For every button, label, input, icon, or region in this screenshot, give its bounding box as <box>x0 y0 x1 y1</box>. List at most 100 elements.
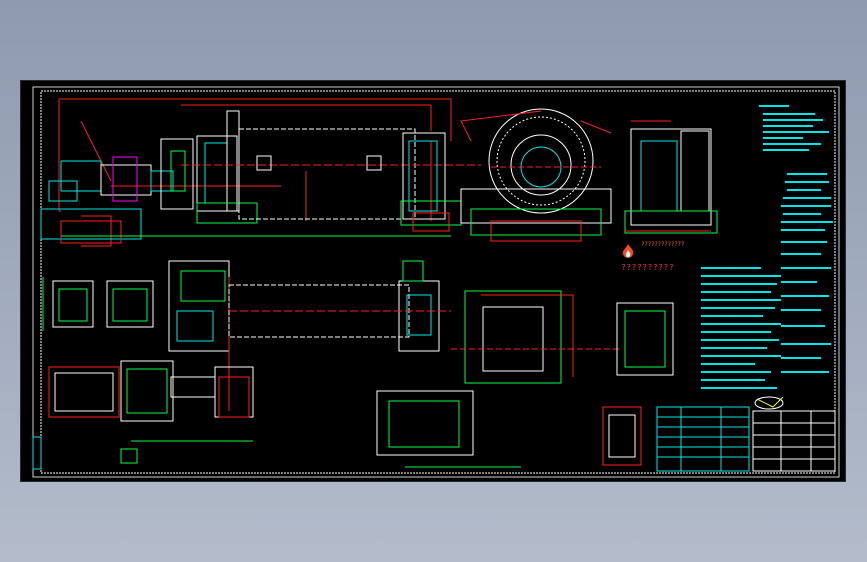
note-line <box>763 125 813 127</box>
note-line <box>763 143 821 145</box>
dimension-leader <box>59 98 452 141</box>
note-line <box>701 323 781 325</box>
flame-logo-icon <box>622 244 634 258</box>
note-line <box>781 241 827 243</box>
note-line <box>783 197 831 199</box>
reducer-plan-inner <box>482 306 544 372</box>
note-line <box>781 253 821 255</box>
parts-list-table <box>656 406 750 472</box>
note-line <box>781 205 831 207</box>
small-part-view <box>602 406 642 466</box>
drawing-border-inner <box>40 90 836 474</box>
note-line <box>781 309 821 311</box>
title-block <box>656 396 836 472</box>
end-view-base <box>460 188 612 224</box>
cylinder-liner-detail <box>256 155 272 171</box>
foundation-left <box>40 208 142 240</box>
reducer-side <box>616 302 674 376</box>
note-line <box>781 229 825 231</box>
output-bearing <box>214 366 254 418</box>
note-line <box>701 387 777 389</box>
pinion-bearing-inner <box>170 150 186 192</box>
bracket-detail-green <box>388 400 460 448</box>
dimension-leader <box>181 104 432 131</box>
pinion-side-view <box>624 120 718 234</box>
note-line <box>759 105 789 107</box>
discharge-trunnion-cyan <box>408 140 438 212</box>
feed-trunnion <box>196 135 238 212</box>
note-line <box>781 325 825 327</box>
shaft-end-block <box>398 280 440 352</box>
watermark: ????????????? ?????????? <box>617 241 687 281</box>
mill-end-view <box>460 108 612 242</box>
shaft-assembly-frame <box>168 260 230 352</box>
watermark-line-1: ????????????? <box>641 241 685 248</box>
note-line <box>701 363 755 365</box>
logo-mark <box>756 396 784 408</box>
girth-gear-hub <box>510 134 572 196</box>
discharge-trunnion <box>402 132 446 220</box>
small-part-view-inner <box>608 414 636 458</box>
watermark-line-2: ?????????? <box>621 263 675 272</box>
note-line <box>701 379 765 381</box>
reducer-plan <box>464 290 562 384</box>
note-line <box>701 355 781 357</box>
end-view-foundation-red <box>490 220 582 242</box>
dimension-leader <box>80 120 112 182</box>
mill-elevation-view <box>40 98 481 247</box>
note-line <box>785 181 829 183</box>
section-view-a-inner <box>58 288 88 322</box>
motor-body <box>60 160 102 192</box>
feed-base <box>196 202 258 224</box>
note-line <box>701 315 763 317</box>
note-line <box>763 149 809 151</box>
reducer-side-green <box>624 310 666 368</box>
note-line <box>781 267 831 269</box>
reducer-housing <box>112 156 138 202</box>
motor-base <box>48 180 78 202</box>
gear-stack-green <box>126 368 168 414</box>
technical-notes <box>701 105 833 389</box>
note-line <box>781 343 831 345</box>
mill-cylinder <box>238 128 416 220</box>
lower-center-sections <box>376 290 674 468</box>
gearbox-section-white <box>54 372 114 412</box>
note-line <box>763 137 803 139</box>
gearbox-section <box>48 366 120 418</box>
side-bearing-cyan <box>640 140 678 212</box>
title-block-main <box>752 410 836 472</box>
cad-drawing-viewport[interactable]: ????????????? ?????????? <box>20 80 846 482</box>
bracket-detail <box>376 390 474 456</box>
note-line <box>783 213 821 215</box>
section-view-a <box>52 280 94 328</box>
dimension-leader <box>481 294 574 377</box>
section-view-b-inner <box>112 288 148 322</box>
feed-trunnion-cyan <box>204 142 228 204</box>
lower-left-sections <box>42 260 451 464</box>
note-line <box>701 331 771 333</box>
shaft-end-tag <box>402 260 424 282</box>
gear-stack <box>120 360 174 422</box>
pinion-bearing <box>160 138 194 210</box>
side-bearing-block <box>630 128 712 226</box>
note-line <box>763 131 829 133</box>
girth-gear-inner <box>496 116 586 206</box>
shaft-end-cyan <box>406 294 432 336</box>
shaft-assembly-green <box>180 270 226 302</box>
note-line <box>701 291 771 293</box>
section-view-b <box>106 280 154 328</box>
cylinder-liner-detail <box>366 155 382 171</box>
note-line <box>701 307 775 309</box>
note-line <box>781 357 821 359</box>
end-view-foundation <box>470 208 602 236</box>
note-line <box>763 119 823 121</box>
note-line <box>781 295 829 297</box>
note-line <box>787 189 821 191</box>
edge-tag <box>32 436 42 470</box>
detail-tag <box>120 448 138 464</box>
coupling <box>150 170 174 192</box>
girth-gear <box>488 108 594 214</box>
note-line <box>701 347 767 349</box>
shaft-assembly-cyan <box>176 310 214 342</box>
note-line <box>701 299 781 301</box>
